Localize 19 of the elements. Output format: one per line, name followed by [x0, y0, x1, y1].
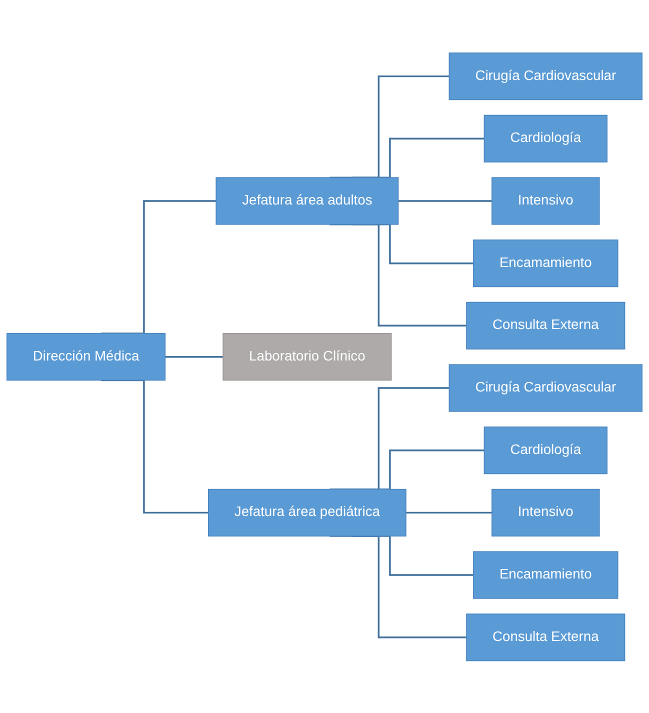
node-box: Intensivo [492, 176, 600, 224]
connector [330, 534, 467, 638]
node-box: Encamamiento [473, 550, 618, 598]
node-box: Consulta Externa [466, 613, 626, 661]
node-box: Cirugía Cardiovascular [448, 364, 642, 412]
connector [398, 200, 492, 202]
connector [165, 356, 224, 358]
connector [406, 511, 492, 514]
node-box: Cirugía Cardiovascular [448, 52, 642, 100]
node-box: Intensivo [492, 488, 600, 536]
connector [101, 379, 208, 514]
node-box: Cardiología [484, 114, 608, 162]
node-box: Cardiología [484, 426, 608, 474]
node-box: Laboratorio Clínico [222, 332, 392, 380]
node-box: Consulta Externa [466, 302, 626, 350]
node-box: Jefatura área adultos [216, 176, 399, 224]
node-box: Dirección Médica [6, 332, 166, 380]
node-box: Jefatura área pediátrica [208, 488, 406, 536]
node-box: Encamamiento [473, 239, 618, 287]
